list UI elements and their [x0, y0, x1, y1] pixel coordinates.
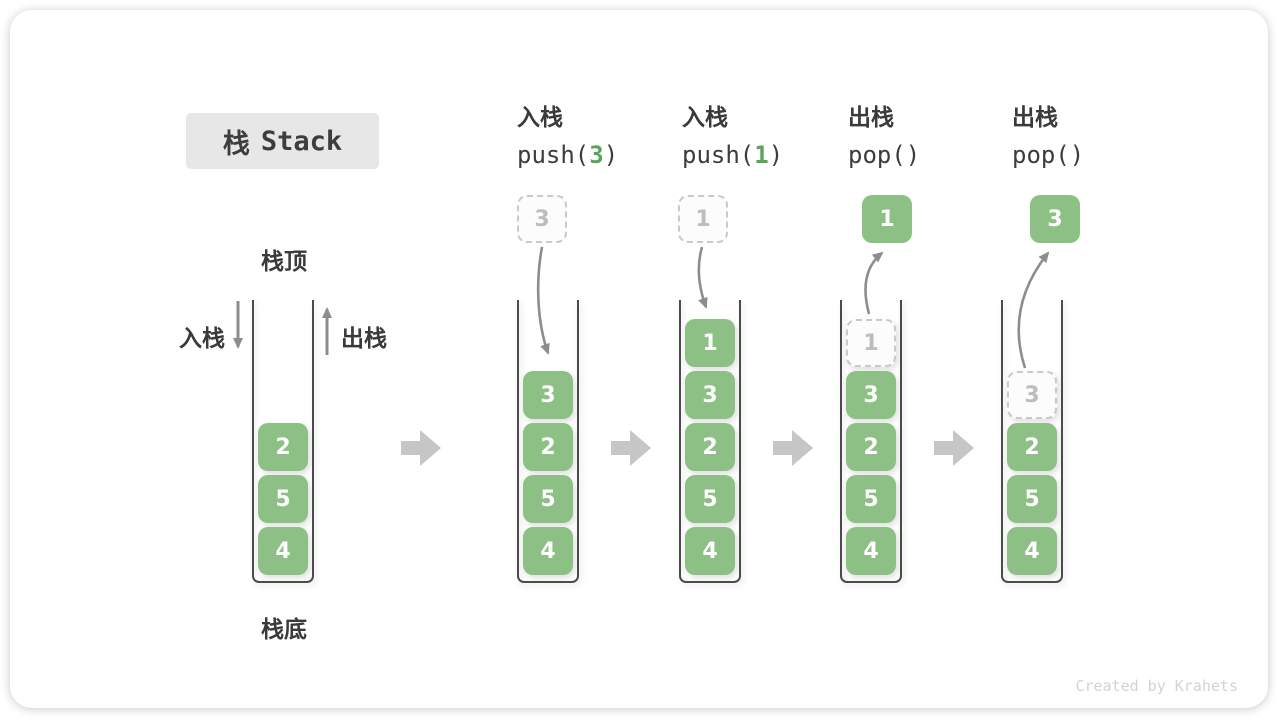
stack-item: 4 [1007, 527, 1057, 575]
op-label: 入栈 [517, 105, 563, 131]
stack-item: 5 [1007, 475, 1057, 523]
title-zh: 栈 [222, 128, 250, 160]
stack-state-after-push-1: 1 3 2 5 4 [679, 300, 741, 583]
push-side-label: 入栈 [179, 326, 225, 352]
code-arg: 3 [589, 141, 604, 169]
stack-item: 2 [1007, 423, 1057, 471]
watermark: Created by Krahets [1075, 677, 1238, 695]
op-code: push(3) [517, 141, 687, 169]
code-suffix: ) [768, 141, 784, 169]
incoming-element-1: 1 [678, 195, 728, 243]
stack-item: 2 [523, 423, 573, 471]
stack-item: 2 [846, 423, 896, 471]
stack-top-label: 栈顶 [261, 249, 307, 275]
stack-state-after-push-3: 3 2 5 4 [517, 300, 579, 583]
op-code: push(1) [682, 141, 852, 169]
pop-side-label: 出栈 [341, 326, 387, 352]
op-label: 出栈 [848, 105, 894, 131]
op-pop-2-header: 出栈 pop() [1012, 104, 1182, 169]
stack-item: 1 [685, 319, 735, 367]
incoming-element-3: 3 [517, 195, 567, 243]
op-push-1-header: 入栈 push(1) [682, 104, 852, 169]
stack-item: 5 [523, 475, 573, 523]
step-arrow-icon [773, 430, 813, 466]
code-prefix: pop( [1012, 141, 1070, 169]
stack-bottom-label: 栈底 [261, 617, 307, 643]
stack-state-initial: 2 5 4 [252, 300, 314, 583]
stack-item: 3 [846, 371, 896, 419]
step-arrow-icon [611, 430, 651, 466]
code-arg: 1 [754, 141, 769, 169]
stack-item: 2 [685, 423, 735, 471]
op-label: 入栈 [682, 105, 728, 131]
op-code: pop() [848, 141, 1018, 169]
stack-item: 3 [685, 371, 735, 419]
code-suffix: ) [905, 141, 921, 169]
stack-item: 5 [258, 475, 308, 523]
op-label: 出栈 [1012, 105, 1058, 131]
code-suffix: ) [603, 141, 619, 169]
stack-item: 3 [523, 371, 573, 419]
code-prefix: pop( [848, 141, 906, 169]
stack-state-after-pop-1: 1 3 2 5 4 [840, 300, 902, 583]
stack-item: 5 [685, 475, 735, 523]
stack-item: 2 [258, 423, 308, 471]
stack-item-ghost: 1 [846, 319, 896, 367]
stack-item: 4 [523, 527, 573, 575]
stack-item: 4 [258, 527, 308, 575]
stack-item-ghost: 3 [1007, 371, 1057, 419]
stack-item: 4 [685, 527, 735, 575]
popped-element-1: 1 [862, 195, 912, 243]
code-prefix: push( [682, 141, 755, 169]
stack-item: 5 [846, 475, 896, 523]
stack-item: 4 [846, 527, 896, 575]
stack-state-after-pop-3: 3 2 5 4 [1001, 300, 1063, 583]
step-arrow-icon [934, 430, 974, 466]
push-1-curve-arrow-icon [697, 246, 708, 309]
title-en: Stack [260, 125, 343, 157]
code-suffix: ) [1069, 141, 1085, 169]
popped-element-3: 3 [1030, 195, 1080, 243]
op-push-3-header: 入栈 push(3) [517, 104, 687, 169]
diagram-title: 栈 Stack [186, 113, 379, 169]
code-prefix: push( [517, 141, 590, 169]
op-code: pop() [1012, 141, 1182, 169]
op-pop-1-header: 出栈 pop() [848, 104, 1018, 169]
step-arrow-icon [401, 430, 441, 466]
